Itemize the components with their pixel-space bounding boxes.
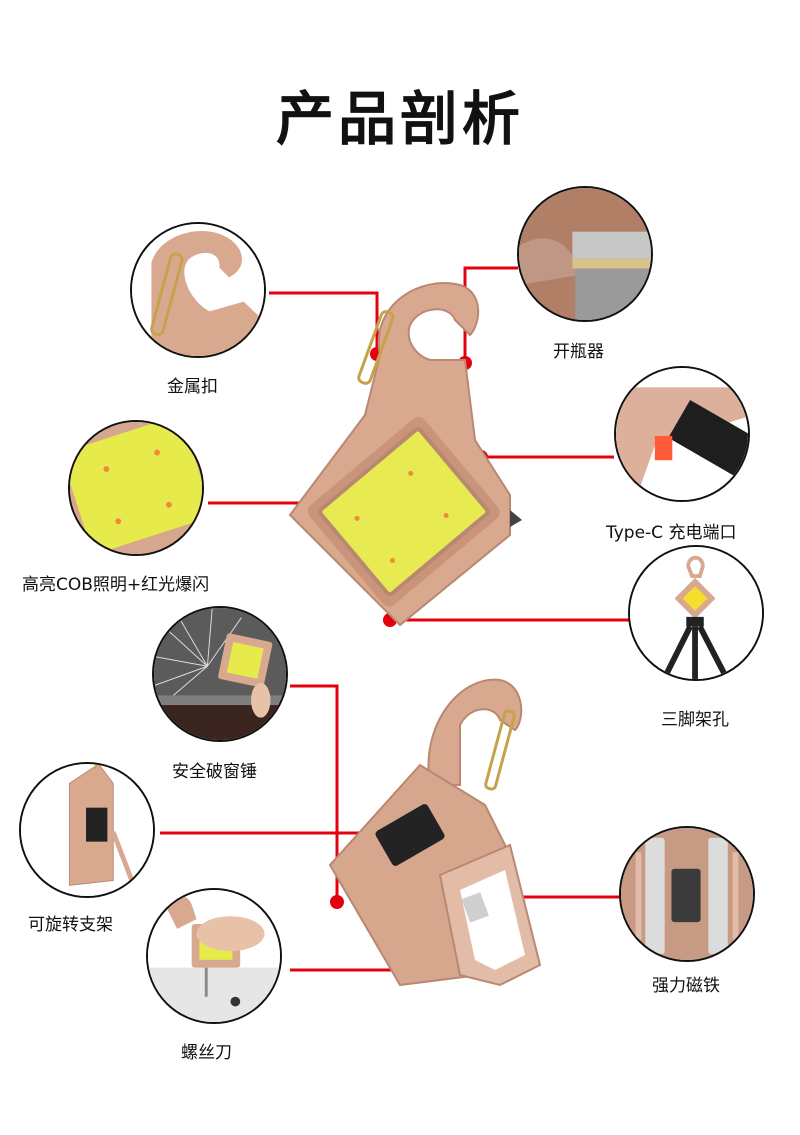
window-breaker-icon bbox=[154, 608, 286, 740]
label-window-breaker: 安全破窗锤 bbox=[172, 762, 257, 782]
label-cob-light: 高亮COB照明+红光爆闪 bbox=[22, 575, 210, 595]
callout-carabiner bbox=[130, 222, 266, 358]
page-title: 产品剖析 bbox=[275, 85, 524, 153]
label-tripod-hole: 三脚架孔 bbox=[661, 710, 729, 730]
label-type-c: Type-C 充电端口 bbox=[606, 523, 737, 543]
label-stand: 可旋转支架 bbox=[28, 915, 113, 935]
keychain-light-front bbox=[288, 282, 522, 627]
callout-bottle-opener bbox=[517, 186, 653, 322]
keychain-light-back bbox=[328, 678, 542, 987]
usb-c-port-icon bbox=[616, 368, 748, 500]
label-bottle-opener: 开瓶器 bbox=[553, 342, 604, 362]
callout-type-c bbox=[614, 366, 750, 502]
label-magnet: 强力磁铁 bbox=[652, 976, 720, 996]
magnet-icon bbox=[621, 828, 753, 960]
callout-tripod-hole bbox=[628, 545, 764, 681]
cob-led-icon bbox=[70, 422, 202, 554]
label-screwdriver: 螺丝刀 bbox=[181, 1043, 232, 1063]
carabiner-clip-icon bbox=[132, 224, 264, 356]
rotating-stand-icon bbox=[21, 764, 153, 896]
callout-screwdriver bbox=[146, 888, 282, 1024]
tripod-icon bbox=[630, 547, 762, 679]
screwdriver-icon bbox=[148, 890, 280, 1022]
label-carabiner: 金属扣 bbox=[167, 377, 218, 397]
callout-stand bbox=[19, 762, 155, 898]
callout-window-breaker bbox=[152, 606, 288, 742]
bottle-opener-icon bbox=[519, 188, 651, 320]
callout-magnet bbox=[619, 826, 755, 962]
callout-cob-light bbox=[68, 420, 204, 556]
